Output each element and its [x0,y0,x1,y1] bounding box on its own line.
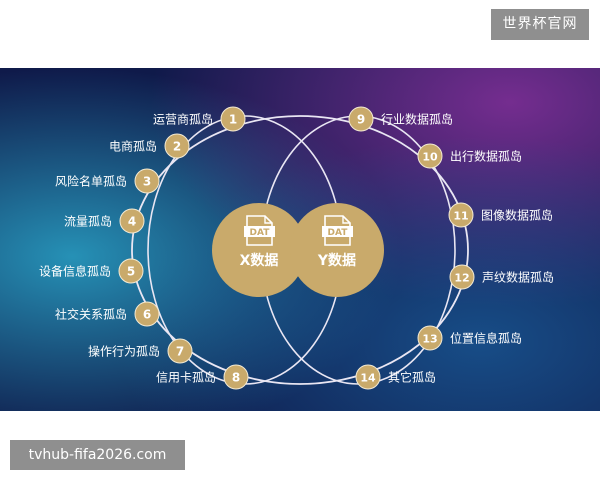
island-node-7: 7 操作行为孤岛 [88,338,193,364]
island-node-14: 14 其它孤岛 [355,364,436,390]
island-number-circle [355,364,381,390]
island-number: 10 [422,151,438,164]
island-number-circle [417,143,443,169]
island-label: 信用卡孤岛 [156,370,216,385]
island-number-circle [134,168,160,194]
island-number: 8 [232,371,240,385]
island-node-12: 12 声纹数据孤岛 [449,264,554,290]
island-number: 12 [454,272,469,285]
island-number: 4 [128,215,136,229]
island-label: 流量孤岛 [64,214,112,229]
site-badge: 世界杯官网 [491,9,589,40]
island-number-circle [417,325,443,351]
svg-text:DAT: DAT [250,228,271,238]
island-node-1: 1 运营商孤岛 [153,106,246,132]
island-label: 风险名单孤岛 [55,174,127,189]
diagram-svg: DAT DAT X数据 Y数据 1 运营商孤岛 2 电商孤岛 3 风险名单孤岛 4 流量孤岛 5… [0,68,600,411]
island-number-circle [448,202,474,228]
x-data-label: X数据 [240,252,279,269]
island-node-5: 5 设备信息孤岛 [39,258,144,284]
island-label: 其它孤岛 [388,370,436,385]
island-number: 6 [143,308,151,322]
island-label: 运营商孤岛 [153,112,213,127]
island-number: 2 [173,140,181,154]
island-number: 1 [229,113,237,127]
outer-ring [131,115,469,385]
island-number: 7 [176,345,184,359]
island-number-circle [119,208,145,234]
island-node-9: 9 行业数据孤岛 [348,106,453,132]
island-number: 14 [360,372,376,385]
island-label: 行业数据孤岛 [381,112,453,127]
island-label: 图像数据孤岛 [481,208,553,223]
island-label: 声纹数据孤岛 [482,270,554,285]
island-node-2: 2 电商孤岛 [109,133,190,159]
island-node-8: 8 信用卡孤岛 [156,364,249,390]
island-number-circle [220,106,246,132]
island-number-circle [449,264,475,290]
island-number: 5 [127,265,135,279]
island-node-11: 11 图像数据孤岛 [448,202,553,228]
y-file-icon: DAT [322,215,353,246]
site-url-badge: tvhub-fifa2026.com [10,440,185,470]
island-number: 11 [453,210,468,223]
island-number-circle [118,258,144,284]
island-label: 操作行为孤岛 [88,344,160,359]
island-number: 3 [143,175,151,189]
data-island-diagram: DAT DAT X数据 Y数据 1 运营商孤岛 2 电商孤岛 3 风险名单孤岛 4 流量孤岛 5… [0,68,600,411]
x-file-icon: DAT [244,215,275,246]
island-node-13: 13 位置信息孤岛 [417,325,522,351]
island-node-4: 4 流量孤岛 [64,208,145,234]
y-data-circle [290,203,384,297]
island-label: 出行数据孤岛 [450,149,522,164]
x-data-circle [212,203,306,297]
island-number: 13 [422,333,437,346]
island-number-circle [134,301,160,327]
island-nodes: 1 运营商孤岛 2 电商孤岛 3 风险名单孤岛 4 流量孤岛 5 设备信息孤岛 6 社交关系孤岛 7 操作… [39,106,554,390]
island-number-circle [223,364,249,390]
island-number-circle [164,133,190,159]
y-data-label: Y数据 [317,252,356,269]
island-node-10: 10 出行数据孤岛 [417,143,522,169]
island-node-3: 3 风险名单孤岛 [55,168,160,194]
island-label: 社交关系孤岛 [55,307,127,322]
island-label: 电商孤岛 [109,139,157,154]
island-label: 位置信息孤岛 [450,331,522,346]
island-number: 9 [357,113,365,127]
island-node-6: 6 社交关系孤岛 [55,301,160,327]
svg-text:DAT: DAT [328,228,349,238]
island-label: 设备信息孤岛 [39,264,111,279]
island-number-circle [167,338,193,364]
island-number-circle [348,106,374,132]
